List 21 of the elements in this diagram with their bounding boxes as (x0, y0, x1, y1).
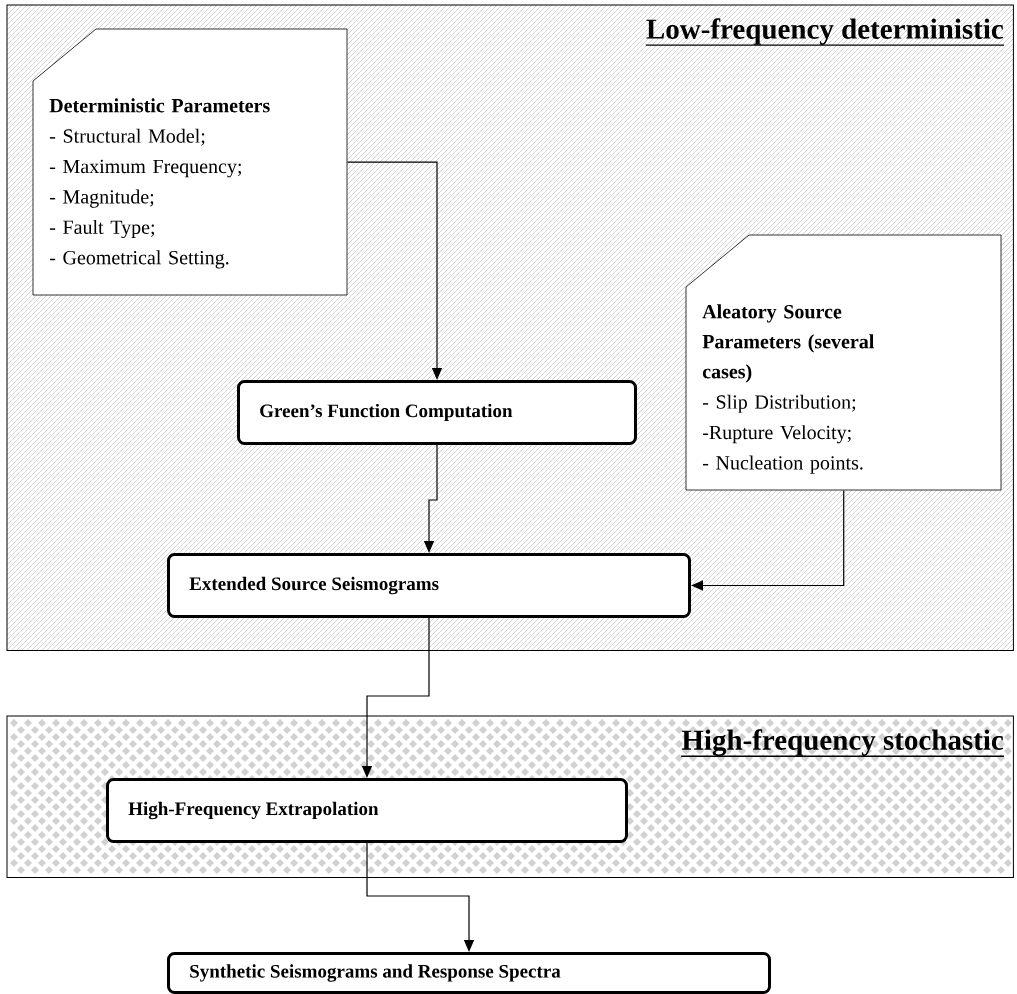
band-title: High-frequency stochastic (680, 729, 1005, 757)
list-item: - Nucleation points. (702, 455, 863, 474)
list-item: - Fault Type; (49, 219, 155, 239)
arrow (366, 842, 475, 952)
list-item: - Structural Model; (49, 128, 205, 146)
card-heading: Aleatory Source Parameters (several cases) (702, 304, 874, 383)
card-heading: Deterministic Parameters (49, 98, 270, 113)
list-item: - Slip Distribution; (702, 394, 856, 413)
process-box: Synthetic Seismograms and Response Spectra (167, 952, 771, 994)
parameter-card (32, 28, 348, 296)
list-item: - Magnitude; (49, 189, 154, 208)
list-item: -Rupture Velocity; (702, 425, 851, 444)
list-item: - Geometrical Setting. (49, 250, 229, 269)
list-item: - Maximum Frequency; (49, 159, 241, 178)
process-box: Green’s Function Computation (237, 380, 637, 445)
process-box: High-Frequency Extrapolation (106, 778, 628, 843)
parameter-card (685, 234, 1002, 491)
arrow (691, 489, 845, 591)
band-title: Low-frequency deterministic (645, 18, 1005, 46)
process-box: Extended Source Seismograms (167, 553, 691, 618)
arrow (346, 161, 443, 380)
